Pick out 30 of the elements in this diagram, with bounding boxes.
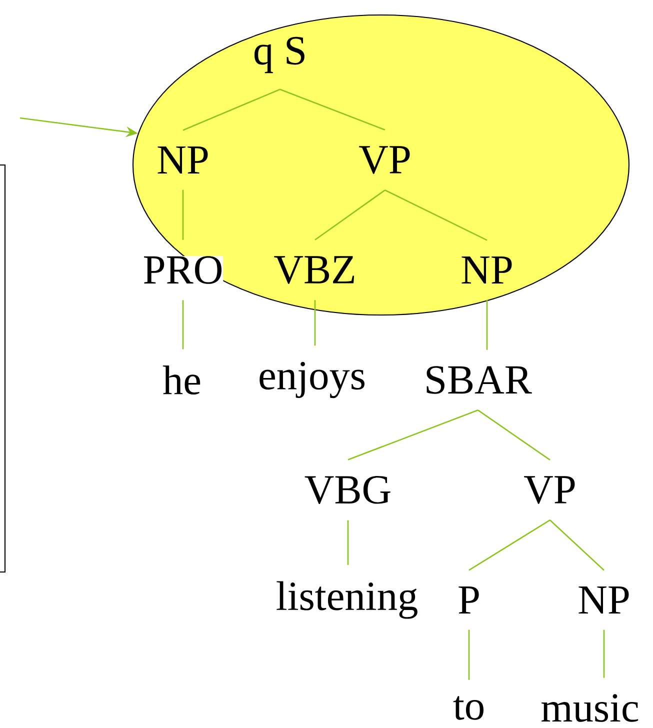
tree-label: PRO [142, 256, 224, 284]
tree-branch [468, 520, 550, 571]
tree-label: VP [524, 476, 576, 504]
tree-label: P [458, 586, 480, 614]
tree-label: enjoys [258, 362, 366, 398]
tree-branch [478, 410, 550, 460]
tree-branch [182, 190, 184, 240]
tree-branch [348, 410, 478, 460]
tree-label: music [540, 694, 640, 722]
highlight-ellipse [132, 14, 630, 316]
tree-branch [468, 630, 470, 680]
tree-branch [280, 88, 386, 131]
tree-label: SBAR [424, 366, 532, 394]
tree-label: he [162, 365, 202, 395]
tree-branch [603, 630, 605, 678]
tree-branch [384, 190, 488, 241]
tree-label: VBZ [274, 256, 356, 284]
tree-label: NP [460, 256, 514, 284]
tree-label: q S [253, 36, 307, 74]
tree-branch [550, 520, 604, 571]
tree-label: VBG [304, 476, 392, 504]
tree-label: listening [276, 581, 418, 619]
tree-branch [182, 300, 184, 350]
tree-label: NP [156, 146, 210, 174]
tree-branch [314, 190, 386, 240]
tree-branch [182, 88, 280, 131]
tree-label: VP [358, 146, 412, 174]
tree-label: to [452, 696, 486, 720]
tree-label: NP [578, 586, 630, 614]
tree-branch [347, 520, 349, 565]
